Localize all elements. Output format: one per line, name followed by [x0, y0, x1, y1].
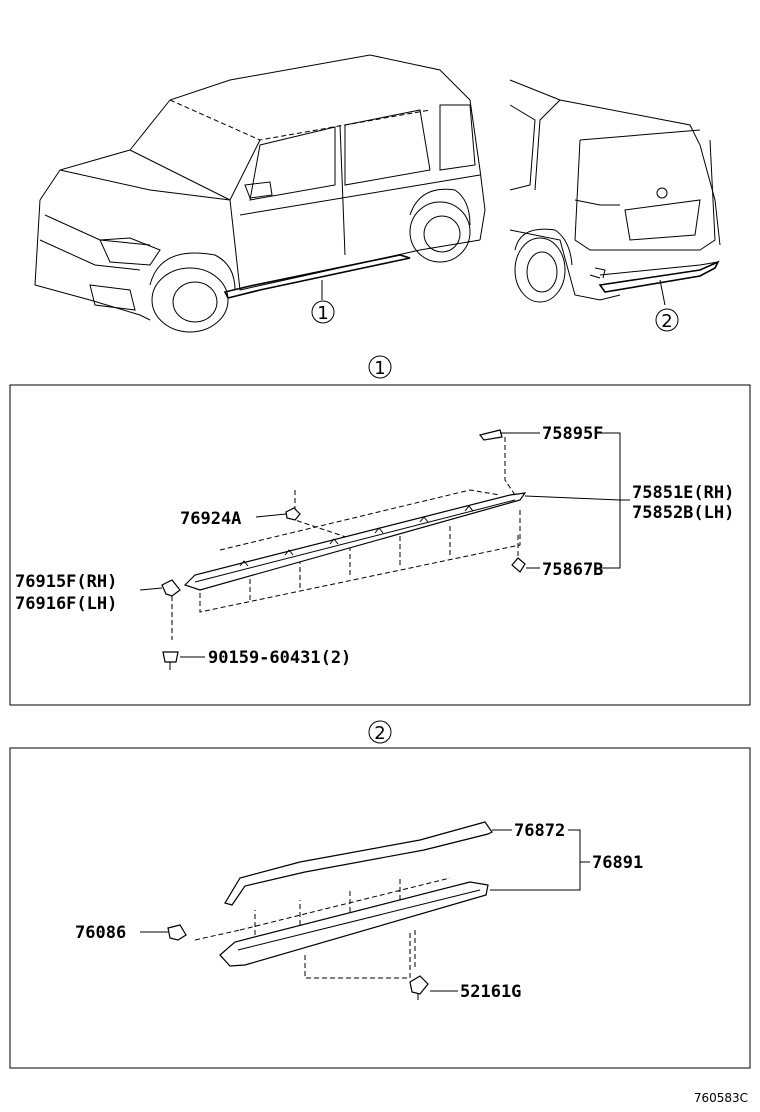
section-2-marker: 2	[368, 720, 392, 744]
section-1-leaders	[139, 432, 630, 658]
svg-text:1: 1	[374, 358, 385, 379]
rear-bumper-molding-assembly	[167, 821, 493, 1000]
overview-callout-2: 2	[655, 308, 679, 332]
label-75852B-lh: 75852B(LH)	[632, 503, 734, 523]
section-1-frame	[9, 384, 751, 706]
label-52161G: 52161G	[460, 982, 521, 1002]
rocker-molding-assembly	[161, 429, 527, 670]
label-76915F-rh: 76915F(RH)	[15, 572, 117, 592]
label-76872: 76872	[514, 821, 565, 841]
label-75851E-rh: 75851E(RH)	[632, 483, 734, 503]
svg-text:2: 2	[374, 723, 385, 744]
overview-callout-1: 1	[311, 300, 335, 324]
section-1-marker: 1	[368, 355, 392, 379]
label-76086: 76086	[75, 923, 126, 943]
label-76916F-lh: 76916F(LH)	[15, 594, 117, 614]
label-90159-60431: 90159-60431(2)	[208, 648, 351, 668]
vehicle-rear-illustration	[509, 79, 721, 306]
svg-text:2: 2	[661, 311, 672, 332]
section-2-leaders	[140, 829, 590, 992]
figure-code: 760583C	[694, 1091, 748, 1105]
svg-text:1: 1	[317, 303, 328, 324]
vehicle-front-illustration	[34, 54, 486, 333]
label-76891: 76891	[592, 853, 643, 873]
section-2-frame	[9, 747, 751, 1069]
label-75867B: 75867B	[542, 560, 603, 580]
label-76924A: 76924A	[180, 509, 241, 529]
label-75895F: 75895F	[542, 424, 603, 444]
